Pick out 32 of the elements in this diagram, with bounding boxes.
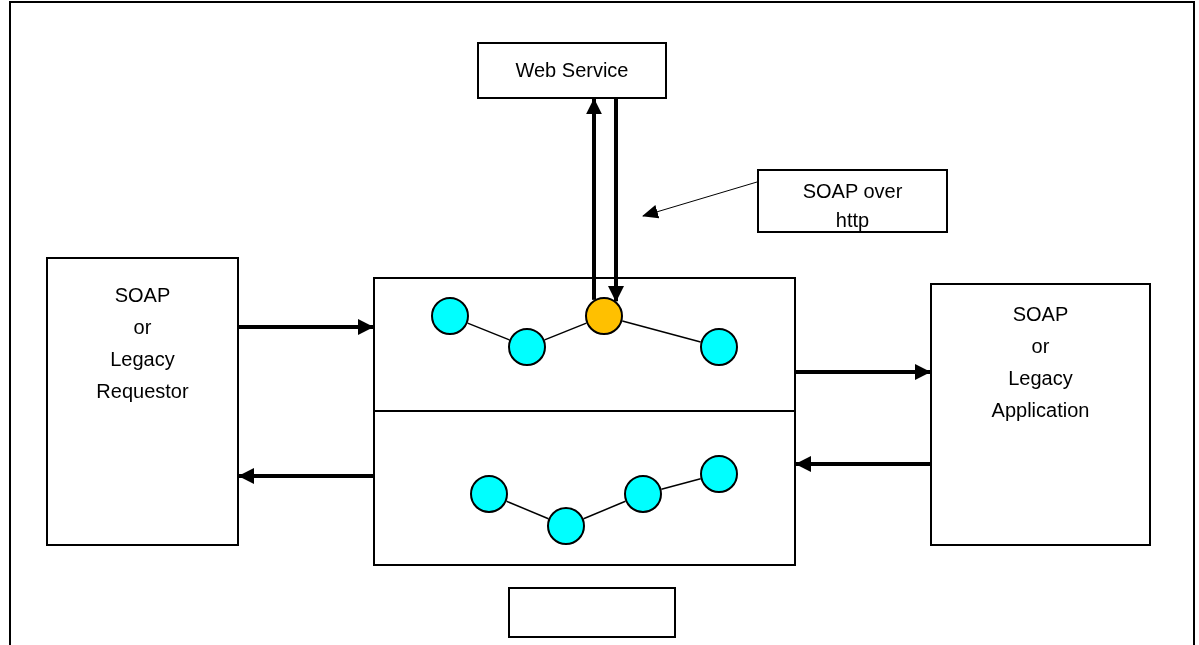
process-box (46, 257, 239, 546)
arrow (239, 319, 374, 335)
arrow (586, 98, 602, 300)
process-box (477, 42, 667, 99)
box-label: SOAP over http (801, 179, 904, 233)
arrow (796, 364, 931, 380)
circle-node (431, 297, 469, 335)
box-shape (373, 277, 796, 412)
box-label: SOAP or Legacy Application (990, 302, 1091, 423)
circle-node (508, 328, 546, 366)
box-shape (373, 410, 796, 566)
box-shape (508, 587, 676, 638)
connector-line (543, 322, 588, 341)
arrow (238, 468, 373, 484)
circle-node (700, 328, 738, 366)
leader-arrow (642, 181, 758, 219)
arrow (608, 99, 624, 303)
circle-node (470, 475, 508, 513)
connector-line (660, 478, 702, 490)
process-box (757, 169, 948, 233)
circle-node (624, 475, 662, 513)
box-label: SOAP or Legacy Requestor (95, 283, 190, 404)
circle-node (547, 507, 585, 545)
connector-line (505, 500, 550, 520)
connector-line (466, 322, 511, 341)
connector-line (621, 320, 702, 343)
arrow (795, 456, 930, 472)
connector-line (582, 500, 627, 520)
box-label: Web Service (515, 58, 629, 82)
circle-node (700, 455, 738, 493)
circle-node (585, 297, 623, 335)
process-box (930, 283, 1151, 546)
